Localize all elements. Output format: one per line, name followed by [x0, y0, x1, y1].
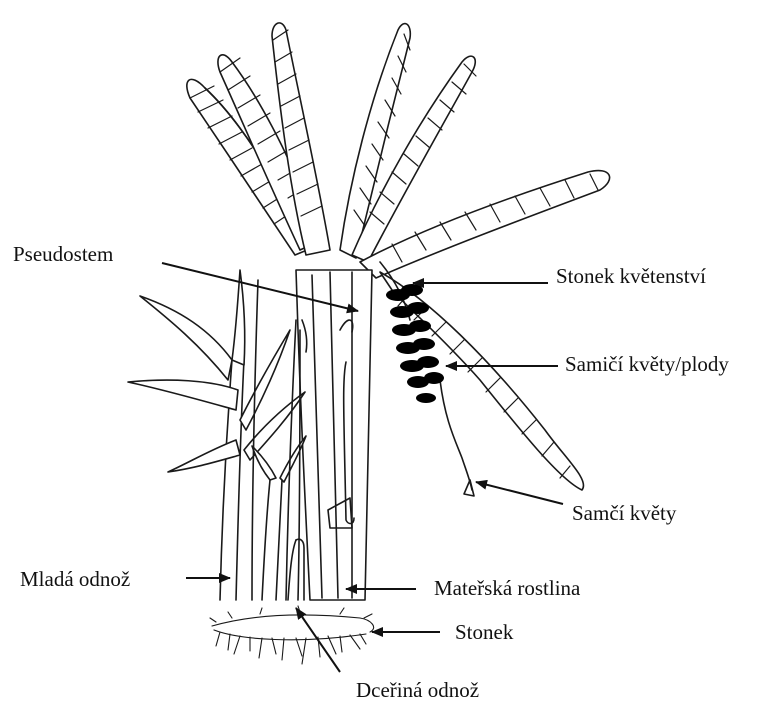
label-female-flowers: Samičí květy/plody — [565, 352, 729, 376]
pseudostem-trunk — [296, 270, 372, 600]
arrow-male-flowers — [476, 482, 563, 504]
banana-plant-illustration — [128, 23, 610, 664]
label-daughter-sucker: Dceřiná odnož — [356, 678, 479, 702]
label-mother-plant: Mateřská rostlina — [434, 576, 581, 600]
label-young-sucker: Mladá odnož — [20, 567, 130, 591]
label-male-flowers: Samčí květy — [572, 501, 677, 525]
label-pseudostem: Pseudostem — [13, 242, 113, 266]
inflorescence — [380, 262, 474, 496]
label-corm: Stonek — [455, 620, 514, 644]
label-inflorescence-stalk: Stonek květenství — [556, 264, 706, 288]
corm-roots — [210, 606, 374, 664]
